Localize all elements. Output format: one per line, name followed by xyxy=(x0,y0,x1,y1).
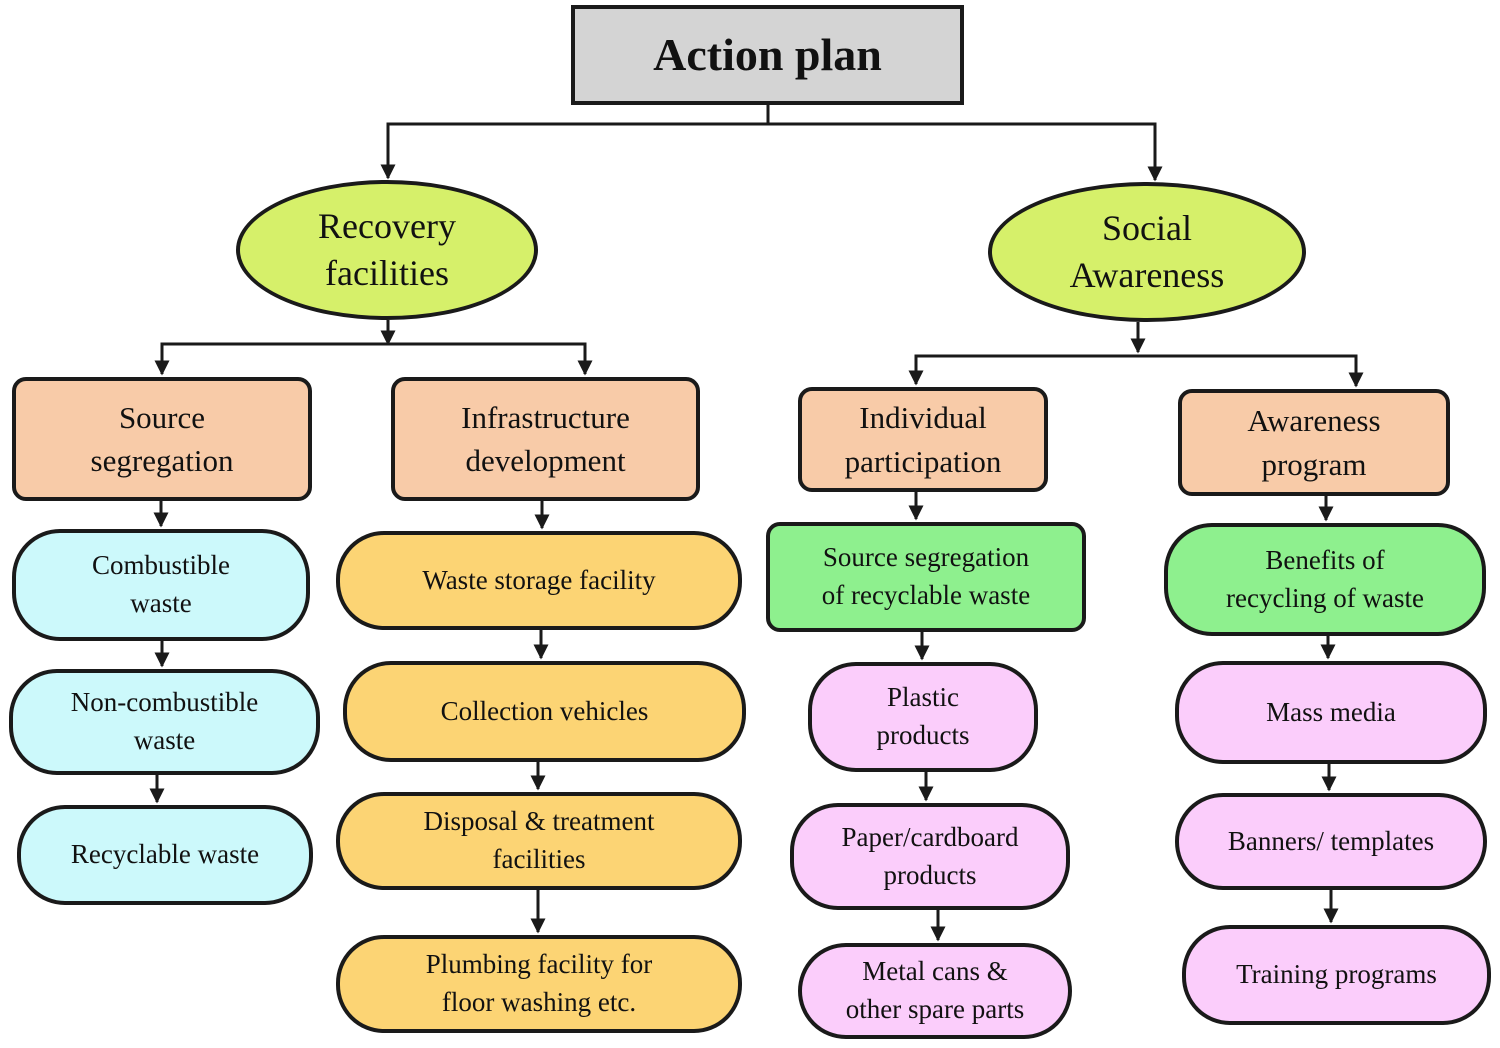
benefits-of-recycling-label: Benefits of recycling of waste xyxy=(1226,544,1424,613)
mass-media-label: Mass media xyxy=(1266,696,1396,727)
paper-cardboard-products-label: Paper/cardboard products xyxy=(841,821,1019,890)
infrastructure-development-label: Infrastructure development xyxy=(461,399,630,478)
waste-storage-facility-node: Waste storage facility xyxy=(336,531,742,630)
collection-vehicles-node: Collection vehicles xyxy=(343,661,746,762)
banners-templates-label: Banners/ templates xyxy=(1227,825,1435,856)
recyclable-waste-label: Recyclable waste xyxy=(70,839,260,870)
page-title: Action plan xyxy=(653,29,882,81)
disposal-treatment-node: Disposal & treatment facilities xyxy=(336,792,742,890)
benefits-of-recycling-node: Benefits of recycling of waste xyxy=(1164,523,1486,636)
individual-participation-label: Individual participation xyxy=(844,400,1002,479)
individual-participation-node: Individual participation xyxy=(798,387,1048,492)
recovery-facilities-label: Recovery facilities xyxy=(318,206,456,293)
social-awareness-node: Social Awareness xyxy=(988,182,1306,322)
source-segregation-node: Source segregation xyxy=(12,377,312,501)
recyclable-waste-node: Recyclable waste xyxy=(17,805,313,905)
awareness-program-node: Awareness program xyxy=(1178,389,1450,496)
plumbing-facility-label: Plumbing facility for floor washing etc. xyxy=(425,949,653,1017)
recovery-facilities-node: Recovery facilities xyxy=(236,180,538,320)
plastic-products-label: Plastic products xyxy=(876,682,970,750)
title-box: Action plan xyxy=(571,5,964,105)
disposal-treatment-label: Disposal & treatment facilities xyxy=(423,806,655,874)
plumbing-facility-node: Plumbing facility for floor washing etc. xyxy=(336,935,742,1033)
metal-cans-node: Metal cans & other spare parts xyxy=(798,943,1072,1039)
non-combustible-waste-node: Non-combustible waste xyxy=(9,669,320,775)
plastic-products-node: Plastic products xyxy=(808,662,1038,772)
metal-cans-label: Metal cans & other spare parts xyxy=(845,956,1025,1024)
mass-media-node: Mass media xyxy=(1175,661,1487,764)
training-programs-node: Training programs xyxy=(1182,925,1491,1025)
source-segregation-recyclable-label: Source segregation of recyclable waste xyxy=(821,542,1031,610)
collection-vehicles-label: Collection vehicles xyxy=(440,695,649,726)
non-combustible-waste-label: Non-combustible waste xyxy=(70,687,259,755)
awareness-program-label: Awareness program xyxy=(1247,403,1381,482)
infrastructure-development-node: Infrastructure development xyxy=(391,377,700,501)
social-awareness-label: Social Awareness xyxy=(1069,208,1225,295)
source-segregation-label: Source segregation xyxy=(90,399,234,478)
waste-storage-facility-label: Waste storage facility xyxy=(422,564,656,595)
source-segregation-recyclable-node: Source segregation of recyclable waste xyxy=(766,522,1086,632)
training-programs-label: Training programs xyxy=(1236,959,1437,990)
combustible-waste-node: Combustible waste xyxy=(12,529,310,641)
paper-cardboard-products-node: Paper/cardboard products xyxy=(790,803,1070,910)
banners-templates-node: Banners/ templates xyxy=(1175,793,1487,890)
combustible-waste-label: Combustible waste xyxy=(91,550,230,618)
